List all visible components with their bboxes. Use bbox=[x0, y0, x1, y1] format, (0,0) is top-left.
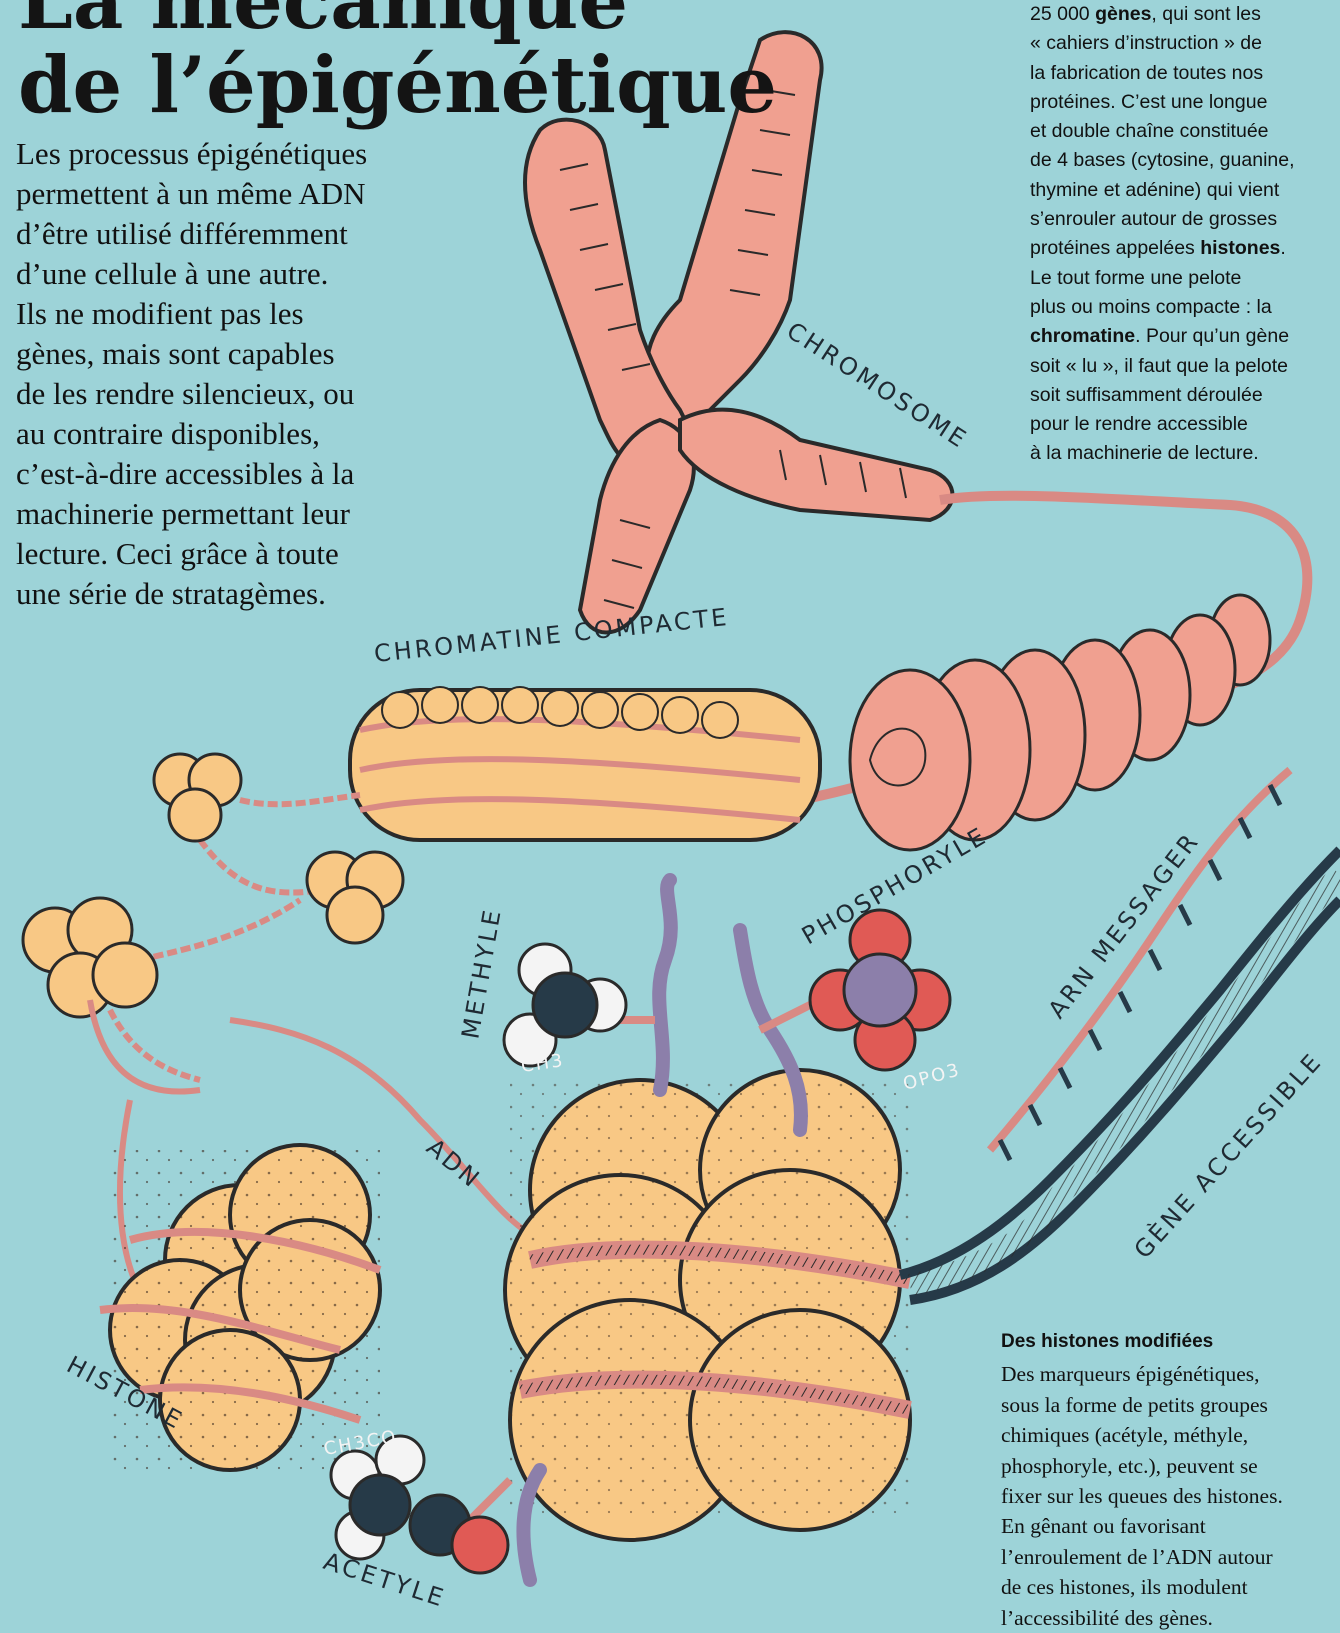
sidebar-text: 25 000 gènes, qui sont les « cahiers d’i… bbox=[1030, 0, 1340, 469]
sidebar-line: soit « lu », il faut que la pelote bbox=[1030, 352, 1340, 381]
chromatin-fiber bbox=[780, 496, 1307, 850]
page-title: La mécanique de l’épigénétique bbox=[18, 0, 777, 128]
histone-left bbox=[100, 1145, 380, 1470]
intro-line: de les rendre silencieux, ou bbox=[16, 374, 436, 414]
callout-line: l’enroulement de l’ADN autour bbox=[1001, 1542, 1337, 1572]
sidebar-text-fragment: 25 000 bbox=[1030, 3, 1095, 25]
intro-line: machinerie permettant leur bbox=[16, 494, 436, 534]
label-methyle: METHYLE bbox=[456, 905, 507, 1041]
histone-main bbox=[505, 1070, 910, 1540]
phosphoryle-molecule bbox=[760, 910, 950, 1070]
label-opo3: OPO3 bbox=[901, 1059, 963, 1094]
intro-line: une série de stratagèmes. bbox=[16, 574, 436, 614]
callout-histones: Des histones modifiées Des marqueurs épi… bbox=[1001, 1327, 1337, 1633]
label-chromosome: CHROMOSOME bbox=[782, 317, 973, 455]
methyle-molecule bbox=[504, 944, 655, 1066]
sidebar-line: et double chaîne constituée bbox=[1030, 117, 1340, 146]
intro-line: c’est-à-dire accessibles à la bbox=[16, 454, 436, 494]
term-genes: gènes bbox=[1095, 3, 1151, 25]
title-line-1: La mécanique bbox=[18, 0, 777, 44]
term-histones: histones bbox=[1200, 237, 1280, 259]
sidebar-line: soit suffisamment déroulée bbox=[1030, 381, 1340, 410]
sidebar-line: thymine et adénine) qui vient bbox=[1030, 176, 1340, 205]
sidebar-line: protéines. C’est une longue bbox=[1030, 88, 1340, 117]
callout-line: de ces histones, ils modulent bbox=[1001, 1572, 1337, 1602]
callout-line: sous la forme de petits groupes bbox=[1001, 1390, 1337, 1420]
intro-paragraph: Les processus épigénétiques permettent à… bbox=[16, 134, 436, 614]
title-line-2: de l’épigénétique bbox=[18, 44, 777, 128]
callout-line: fixer sur les queues des histones. bbox=[1001, 1481, 1337, 1511]
sidebar-text-fragment: . bbox=[1280, 237, 1285, 259]
callout-line: l’accessibilité des gènes. bbox=[1001, 1603, 1337, 1633]
intro-line: d’être utilisé différemment bbox=[16, 214, 436, 254]
callout-line: Des marqueurs épigénétiques, bbox=[1001, 1359, 1337, 1389]
intro-line: Les processus épigénétiques bbox=[16, 134, 436, 174]
loose-nucleosomes bbox=[23, 754, 403, 1080]
label-acetyle: ACETYLE bbox=[320, 1547, 449, 1613]
sidebar-line: Le tout forme une pelote bbox=[1030, 264, 1340, 293]
intro-line: gènes, mais sont capables bbox=[16, 334, 436, 374]
callout-line: En gênant ou favorisant bbox=[1001, 1511, 1337, 1541]
intro-line: lecture. Ceci grâce à toute bbox=[16, 534, 436, 574]
term-chromatine: chromatine bbox=[1030, 325, 1135, 347]
sidebar-line: 25 000 gènes, qui sont les bbox=[1030, 0, 1340, 29]
sidebar-line: s’enrouler autour de grosses bbox=[1030, 205, 1340, 234]
sidebar-line: de 4 bases (cytosine, guanine, bbox=[1030, 146, 1340, 175]
compact-chromatin bbox=[350, 687, 820, 840]
sidebar-line: plus ou moins compacte : la bbox=[1030, 293, 1340, 322]
callout-line: phosphoryle, etc.), peuvent se bbox=[1001, 1451, 1337, 1481]
sidebar-text-fragment: . Pour qu’un gène bbox=[1135, 325, 1289, 347]
intro-line: d’une cellule à une autre. bbox=[16, 254, 436, 294]
acetyle-molecule bbox=[331, 1436, 510, 1573]
sidebar-line: protéines appelées histones. bbox=[1030, 234, 1340, 263]
sidebar-text-fragment: protéines appelées bbox=[1030, 237, 1200, 259]
intro-line: Ils ne modifient pas les bbox=[16, 294, 436, 334]
sidebar-line: la fabrication de toutes nos bbox=[1030, 59, 1340, 88]
sidebar-line: « cahiers d’instruction » de bbox=[1030, 29, 1340, 58]
sidebar-line: à la machinerie de lecture. bbox=[1030, 439, 1340, 468]
callout-heading: Des histones modifiées bbox=[1001, 1327, 1337, 1357]
intro-line: au contraire disponibles, bbox=[16, 414, 436, 454]
intro-line: permettent à un même ADN bbox=[16, 174, 436, 214]
sidebar-text-fragment: , qui sont les bbox=[1151, 3, 1260, 25]
callout-line: chimiques (acétyle, méthyle, bbox=[1001, 1420, 1337, 1450]
sidebar-line: chromatine. Pour qu’un gène bbox=[1030, 322, 1340, 351]
sidebar-line: pour le rendre accessible bbox=[1030, 410, 1340, 439]
